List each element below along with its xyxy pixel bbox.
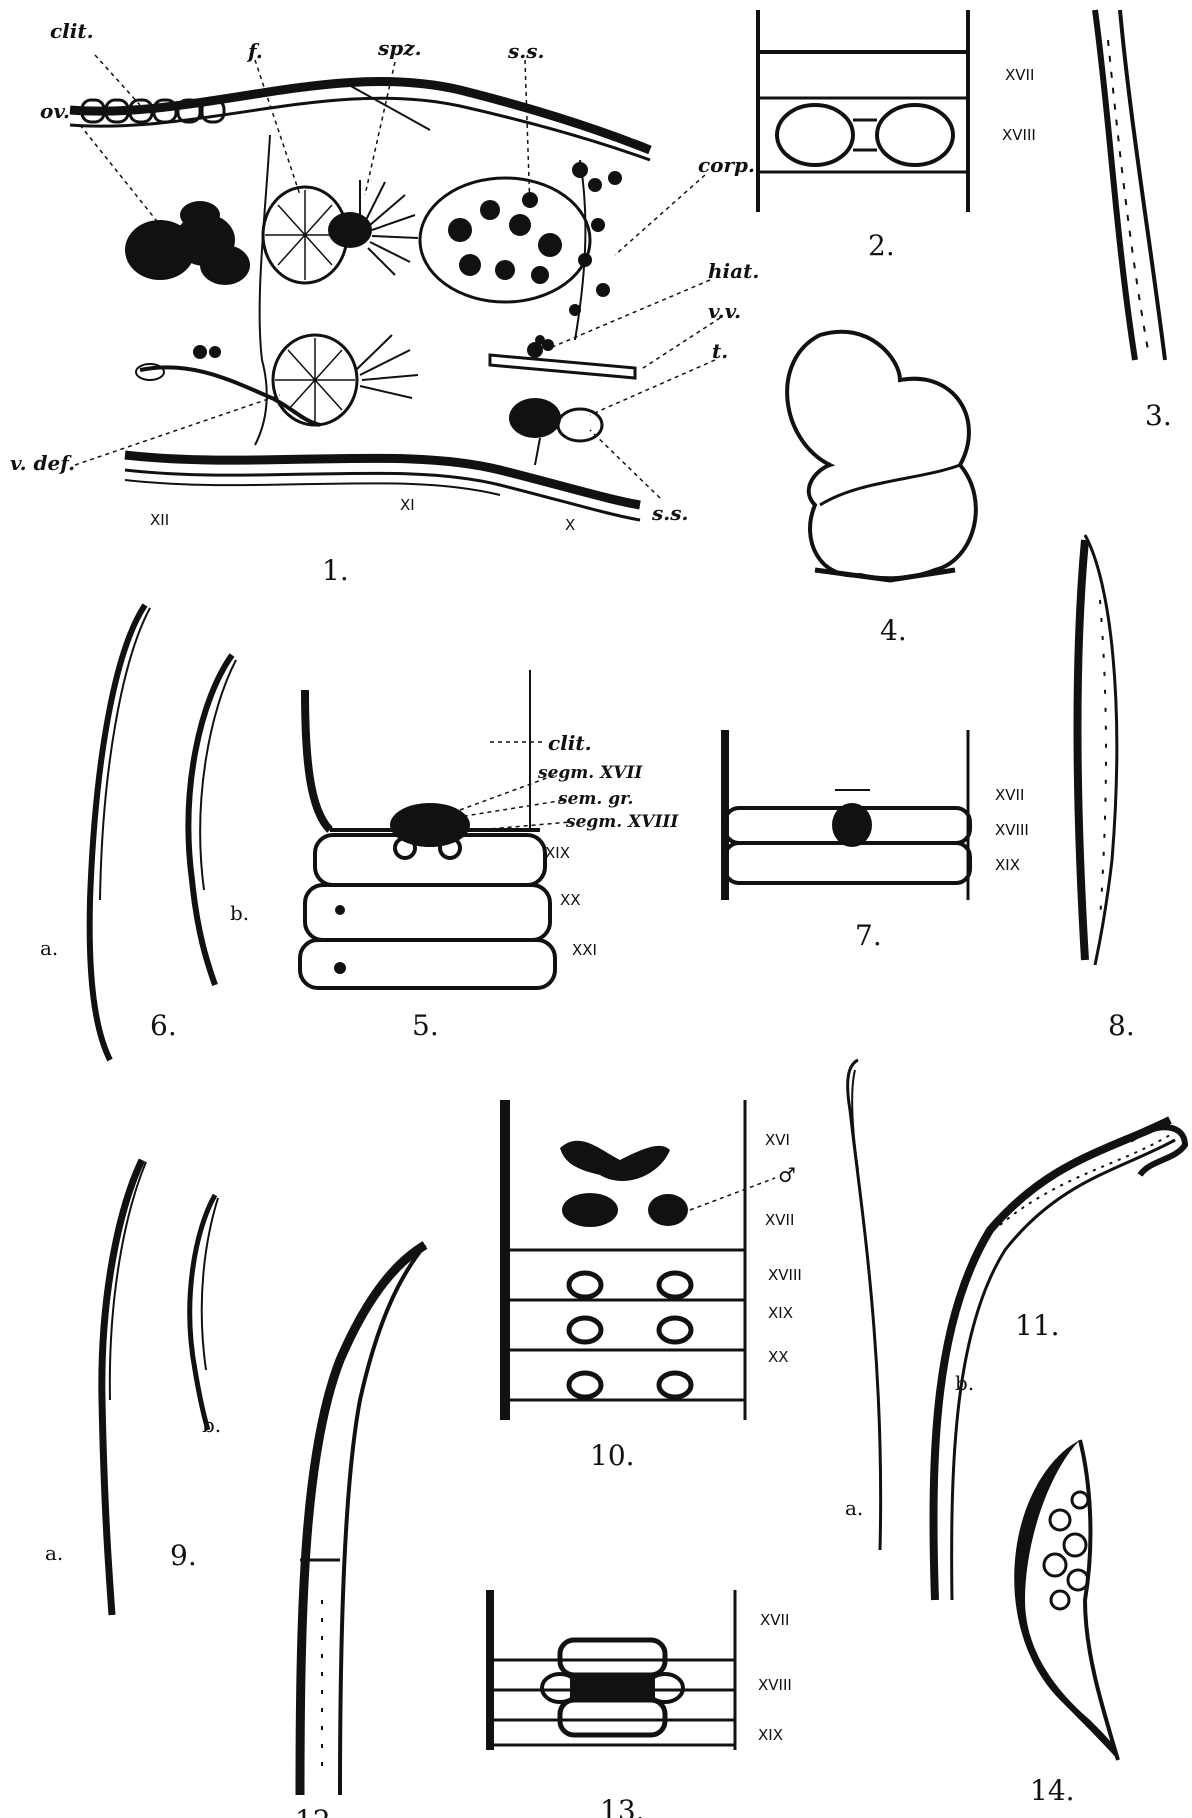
fig1-label-ss-top: s.s. bbox=[507, 39, 544, 63]
fig1-number: 1. bbox=[322, 554, 349, 587]
fig2-number: 2. bbox=[868, 229, 895, 262]
figure-10: XVI ♂ XVII XVIII XIX XX 10. bbox=[505, 1100, 802, 1472]
fig1-segment-xii: XII bbox=[150, 511, 169, 529]
fig1-label-vv: v.v. bbox=[708, 299, 741, 323]
fig3-number: 3. bbox=[1145, 399, 1172, 432]
figure-8: 8. bbox=[1078, 535, 1135, 1042]
fig11-label-a: a. bbox=[845, 1496, 863, 1520]
figure-4: 4. bbox=[787, 332, 976, 647]
clitellum-cells bbox=[82, 100, 224, 122]
fig6-label-a: a. bbox=[40, 936, 58, 960]
fig1-label-t: t. bbox=[712, 339, 728, 363]
fig10-segment-xx: XX bbox=[768, 1348, 789, 1366]
hiatus bbox=[527, 335, 554, 358]
figure-11: a. b. 11. bbox=[845, 1060, 1185, 1600]
fig13-segment-xviii: XVIII bbox=[758, 1676, 792, 1694]
ventral-vessel bbox=[490, 355, 635, 378]
fig10-segment-xvii: XVII bbox=[765, 1211, 794, 1229]
figure-3: 3. bbox=[1095, 10, 1172, 432]
fig10-segment-xviii: XVIII bbox=[768, 1266, 802, 1284]
fig5-number: 5. bbox=[412, 1009, 439, 1042]
fig7-segment-xvii: XVII bbox=[995, 786, 1024, 804]
fig9-number: 9. bbox=[170, 1539, 197, 1572]
fig13-segment-xix: XIX bbox=[758, 1726, 783, 1744]
fig7-segment-xix: XIX bbox=[995, 856, 1020, 874]
fig14-number: 14. bbox=[1030, 1774, 1075, 1807]
figure-7: XVII XVIII XIX 7. bbox=[725, 730, 1029, 952]
fig1-segment-xi: XI bbox=[400, 496, 415, 514]
figure-5: clit. segm. XVII sem. gr. segm. XVIII XI… bbox=[300, 670, 679, 1042]
fig11-label-b: b. bbox=[955, 1371, 974, 1395]
fig10-segment-xix: XIX bbox=[768, 1304, 793, 1322]
fig5-segment-xx: XX bbox=[560, 891, 581, 909]
fig5-label-segm-xvii: segm. XVII bbox=[537, 763, 643, 783]
figure-9: a. b. 9. bbox=[45, 1160, 221, 1615]
fig11-number: 11. bbox=[1015, 1309, 1060, 1342]
fig10-segment-xvi: XVI bbox=[765, 1131, 790, 1149]
fig5-label-segm-xviii: segm. XVIII bbox=[565, 812, 679, 832]
funnel-lower bbox=[273, 335, 357, 425]
fig13-number: 13. bbox=[600, 1794, 645, 1818]
fig5-segment-xxi: XXI bbox=[572, 941, 597, 959]
fig10-male-symbol: ♂ bbox=[778, 1163, 796, 1187]
testis bbox=[509, 398, 602, 465]
corpuscles bbox=[569, 160, 622, 340]
fig6-label-b: b. bbox=[230, 901, 249, 925]
fig1-segment-x: X bbox=[565, 516, 575, 534]
fig12-number: 12. bbox=[295, 1804, 340, 1818]
fig9-label-b: b. bbox=[202, 1413, 221, 1437]
fig1-label-ss-bottom: s.s. bbox=[651, 501, 688, 525]
fig9-label-a: a. bbox=[45, 1541, 63, 1565]
fig1-label-ov: ov. bbox=[40, 99, 70, 123]
fig5-label-sem-gr: sem. gr. bbox=[557, 789, 633, 809]
fig2-segment-xvii: XVII bbox=[1005, 66, 1034, 84]
spermatozoa-tuft-lower bbox=[356, 335, 418, 398]
vas-deferens bbox=[140, 367, 320, 425]
fig10-number: 10. bbox=[590, 1439, 635, 1472]
figure-14: 14. bbox=[1014, 1440, 1118, 1807]
fig4-number: 4. bbox=[880, 614, 907, 647]
figure-6: a. b. 6. bbox=[40, 605, 249, 1060]
fig5-label-clit: clit. bbox=[548, 731, 592, 755]
fig10-pores bbox=[569, 1273, 691, 1397]
figure-1: clit. f. spz. s.s. ov. corp. hiat. v.v. … bbox=[10, 19, 759, 587]
figure-12: 12. bbox=[295, 1245, 425, 1818]
seminal-sac-upper bbox=[420, 178, 590, 302]
fig5-segment-xix: XIX bbox=[545, 844, 570, 862]
fig1-label-hiat: hiat. bbox=[708, 259, 759, 283]
figure-13: XVII XVIII XIX 13. bbox=[490, 1590, 792, 1818]
fig1-label-vdef: v. def. bbox=[10, 451, 75, 475]
fig1-label-spz: spz. bbox=[377, 36, 422, 60]
fig7-number: 7. bbox=[855, 919, 882, 952]
fig2-segment-xviii: XVIII bbox=[1002, 126, 1036, 144]
fig1-label-f: f. bbox=[246, 39, 263, 63]
fig1-label-corp: corp. bbox=[698, 153, 755, 177]
fig6-number: 6. bbox=[150, 1009, 177, 1042]
funnel-upper bbox=[263, 187, 372, 283]
fig1-label-clit: clit. bbox=[50, 19, 94, 43]
fig13-segment-xvii: XVII bbox=[760, 1611, 789, 1629]
ovary bbox=[125, 201, 250, 285]
fig7-segment-xviii: XVIII bbox=[995, 821, 1029, 839]
fig8-number: 8. bbox=[1108, 1009, 1135, 1042]
figure-2: XVII XVIII 2. bbox=[758, 10, 1036, 262]
